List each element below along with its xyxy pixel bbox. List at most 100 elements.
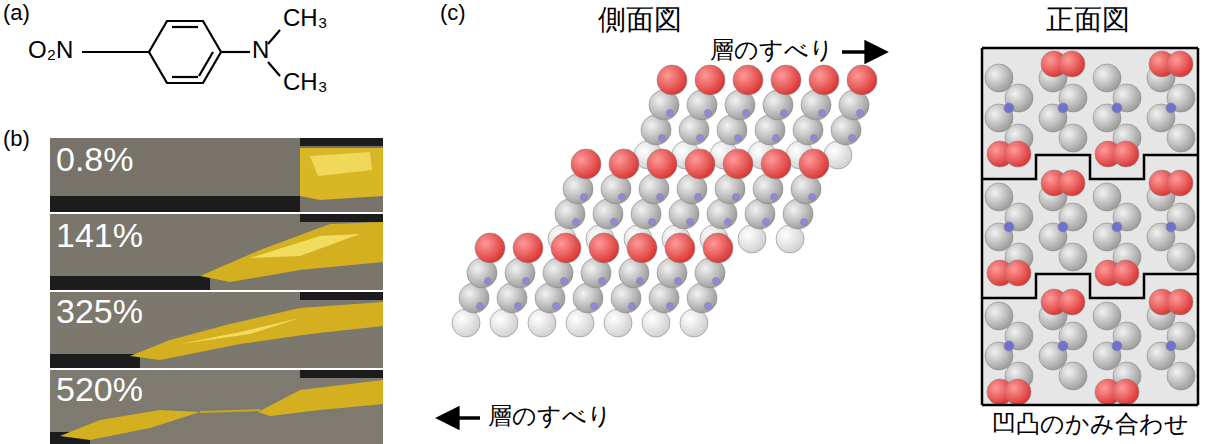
atom-sphere [1058,222,1068,232]
atom-sphere [1059,84,1087,112]
atom-sphere [1147,223,1175,251]
atom-sphere [849,135,856,142]
atom-sphere [657,194,664,201]
atom-sphere [705,303,712,310]
atom-sphere [985,104,1013,132]
atom-sphere [819,110,826,117]
atom-sphere [685,149,715,179]
atom-sphere [1166,222,1176,232]
atom-sphere [713,278,720,285]
panel-letter: (a) [3,0,30,25]
atom-sphere [611,219,618,226]
atom-sphere [680,309,708,337]
atom-sphere [629,303,636,310]
atom-sphere [1005,203,1033,231]
atom-sphere [1005,379,1031,405]
atom-sphere [485,278,492,285]
atom-sphere [743,110,750,117]
chem-atom: N [252,36,269,64]
atom-sphere [738,225,766,253]
atom-sphere [1005,141,1031,167]
atom-sphere [1004,341,1014,351]
atom-sphere [1112,103,1122,113]
atom-sphere [1167,203,1195,231]
atom-sphere [985,302,1013,330]
front-view-spheres [982,48,1198,405]
atom-sphere [1093,183,1121,211]
atom-sphere [1058,341,1068,351]
atom-sphere [627,233,657,263]
atom-sphere [705,110,712,117]
chem-group: O₂N [28,36,73,64]
atom-sphere [735,135,742,142]
atom-sphere [733,194,740,201]
atom-sphere [1167,322,1195,350]
slip-arrow [842,50,884,54]
atom-sphere [857,110,864,117]
atom-sphere [604,309,632,337]
atom-sphere [771,65,801,95]
atom-sphere [667,303,674,310]
atom-sphere [589,233,619,263]
atom-sphere [649,219,656,226]
atom-sphere [528,309,556,337]
atom-sphere [1059,362,1087,390]
atom-sphere [1059,51,1085,77]
atom-sphere [1059,322,1087,350]
atom-sphere [591,303,598,310]
chem-group: CH₃ [283,4,327,32]
atom-sphere [637,278,644,285]
atom-sphere [675,278,682,285]
atom-sphere [773,135,780,142]
atom-sphere [515,303,522,310]
interlock-outline [982,404,1198,407]
strain-label: 0.8% [56,140,134,179]
atom-sphere [985,183,1013,211]
atom-sphere [1059,124,1087,152]
atom-sphere [1167,289,1193,315]
atom-sphere [571,149,601,179]
atom-sphere [1113,379,1139,405]
atom-sphere [581,194,588,201]
atom-sphere [1147,342,1175,370]
atom-sphere [561,278,568,285]
atom-sphere [847,65,877,95]
atom-sphere [1005,260,1031,286]
strain-label: 325% [56,292,143,331]
atom-sphere [452,309,480,337]
panel-letter: (b) [3,126,30,151]
atom-sphere [1113,141,1139,167]
interlock-outline [982,47,1198,50]
atom-sphere [1004,103,1014,113]
interlock-label: 凹凸のかみ合わせ [992,410,1189,438]
atom-sphere [1166,341,1176,351]
atom-sphere [695,65,725,95]
atom-sphere [763,219,770,226]
atom-sphere [477,303,484,310]
atom-sphere [1093,223,1121,251]
side-view-spheres [452,65,877,337]
atom-sphere [490,309,518,337]
atom-sphere [725,219,732,226]
view-title: 正面図 [1046,4,1130,36]
atom-sphere [781,110,788,117]
atom-sphere [619,194,626,201]
atom-sphere [1167,51,1193,77]
atom-sphere [1059,170,1085,196]
atom-sphere [1059,243,1087,271]
atom-sphere [687,219,694,226]
slip-label: 層のすべり [488,402,612,430]
atom-sphere [801,219,808,226]
atom-sphere [566,309,594,337]
benzene-ring [82,21,280,83]
atom-sphere [523,278,530,285]
atom-sphere [985,223,1013,251]
atom-sphere [642,309,670,337]
atom-sphere [1167,243,1195,271]
atom-sphere [553,303,560,310]
atom-sphere [776,225,804,253]
view-title: 側面図 [598,4,682,36]
atom-sphere [1058,103,1068,113]
atom-sphere [1112,222,1122,232]
